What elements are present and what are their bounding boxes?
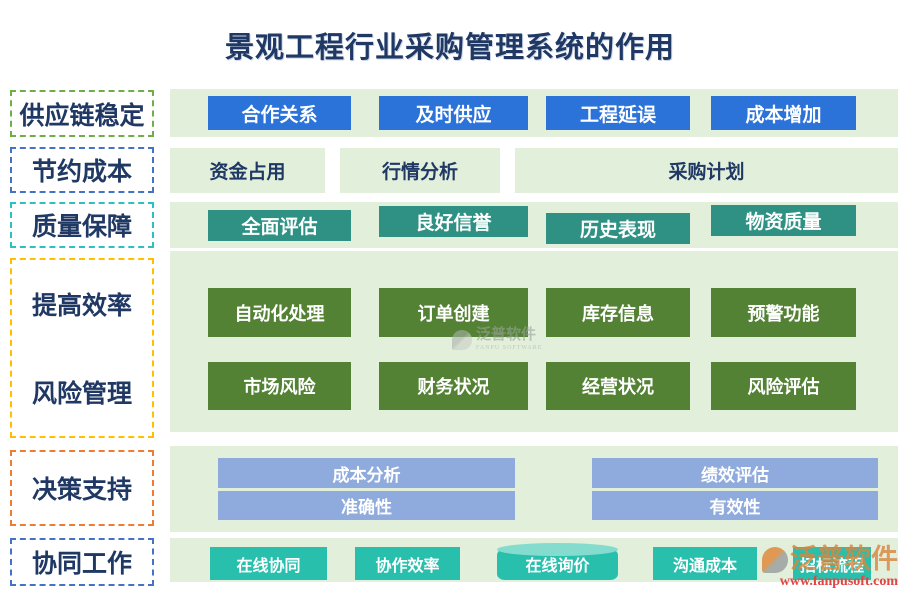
block-procurement-plan: 采购计划 xyxy=(515,148,898,193)
left-label-cost-saving: 节约成本 xyxy=(10,147,154,193)
left-label-improve-efficiency: 提高效率 xyxy=(31,293,132,320)
left-label-efficiency-and-risk: 提高效率 风险管理 xyxy=(10,258,154,438)
btn-material-quality: 物资质量 xyxy=(711,205,856,236)
btn-warning-function: 预警功能 xyxy=(711,288,856,337)
left-label-decision-support: 决策支持 xyxy=(10,450,154,526)
btn-timely-supply: 及时供应 xyxy=(379,96,528,130)
block-capital-occupation: 资金占用 xyxy=(170,148,325,193)
band-supply-chain: 合作关系 及时供应 工程延误 成本增加 xyxy=(170,89,898,137)
btn-bidding-process: 招标流程 xyxy=(793,547,871,580)
left-label-quality-assurance: 质量保障 xyxy=(10,202,154,248)
btn-order-creation: 订单创建 xyxy=(379,288,528,337)
band-efficiency-risk: 自动化处理 订单创建 库存信息 预警功能 市场风险 财务状况 经营状况 风险评估 xyxy=(170,251,898,432)
btn-effectiveness: 有效性 xyxy=(592,491,878,520)
btn-good-reputation: 良好信誉 xyxy=(379,206,528,237)
btn-automated-processing: 自动化处理 xyxy=(208,288,351,337)
btn-historical-performance: 历史表现 xyxy=(546,213,690,244)
btn-cost-increase: 成本增加 xyxy=(711,96,856,130)
page-title: 景观工程行业采购管理系统的作用 xyxy=(224,32,675,64)
btn-comprehensive-evaluation: 全面评估 xyxy=(208,210,351,241)
btn-online-inquiry-cylinder: 在线询价 xyxy=(497,543,618,580)
btn-risk-assessment: 风险评估 xyxy=(711,362,856,410)
block-market-analysis: 行情分析 xyxy=(340,148,500,193)
left-label-collaborative-work: 协同工作 xyxy=(10,538,154,586)
btn-collaboration-efficiency: 协作效率 xyxy=(355,547,460,580)
btn-communication-cost: 沟通成本 xyxy=(653,547,757,580)
btn-accuracy: 准确性 xyxy=(218,491,515,520)
left-label-supply-chain-stability: 供应链稳定 xyxy=(10,90,154,137)
btn-cooperation-relationship: 合作关系 xyxy=(208,96,351,130)
btn-market-risk: 市场风险 xyxy=(208,362,351,410)
btn-operating-status: 经营状况 xyxy=(546,362,690,410)
btn-inventory-information: 库存信息 xyxy=(546,288,690,337)
band-collaboration: 在线协同 协作效率 在线询价 沟通成本 招标流程 xyxy=(170,538,898,582)
btn-performance-evaluation: 绩效评估 xyxy=(592,458,878,488)
left-label-risk-management: 风险管理 xyxy=(31,381,132,408)
band-decision: 成本分析 绩效评估 准确性 有效性 xyxy=(170,446,898,532)
btn-financial-status: 财务状况 xyxy=(379,362,528,410)
band-quality: 全面评估 良好信誉 历史表现 物资质量 xyxy=(170,202,898,248)
btn-online-collaboration: 在线协同 xyxy=(210,547,327,580)
btn-cost-analysis: 成本分析 xyxy=(218,458,515,488)
btn-project-delay: 工程延误 xyxy=(546,96,690,130)
